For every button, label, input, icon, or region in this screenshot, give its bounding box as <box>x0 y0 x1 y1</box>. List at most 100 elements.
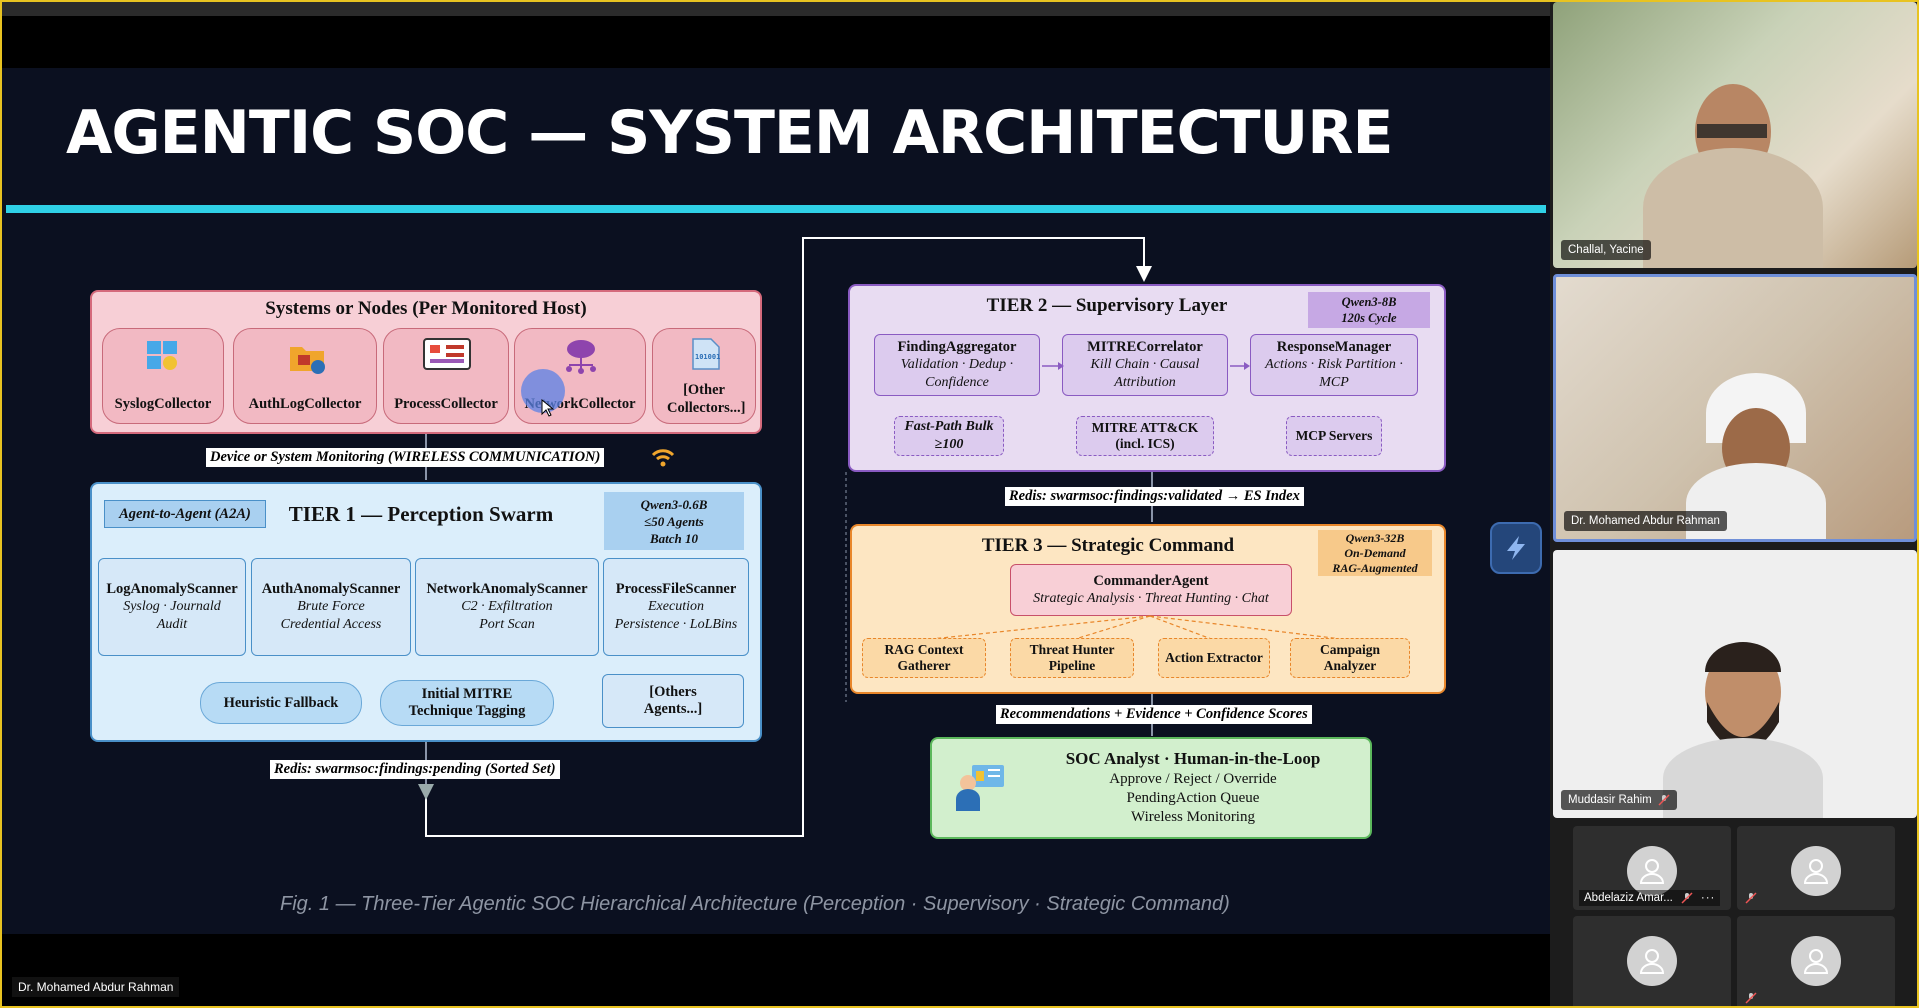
collector-process: ProcessCollector <box>383 328 509 424</box>
participant-tile-anon-3[interactable] <box>1737 916 1895 1006</box>
sub-line: (incl. ICS) <box>1115 436 1175 451</box>
mic-muted-icon <box>1745 892 1757 904</box>
scanner-desc: Port Scan <box>479 616 535 632</box>
model-line: Qwen3-0.6B <box>640 497 708 512</box>
participant-tile-anon-2[interactable] <box>1573 916 1731 1006</box>
scanner-desc: Brute Force <box>297 598 365 614</box>
scanner-desc: Execution <box>648 598 704 614</box>
collector-syslog: SyslogCollector <box>102 328 224 424</box>
participant-name-text: Muddasir Rahim <box>1568 794 1652 806</box>
model-line: RAG-Augmented <box>1332 561 1418 575</box>
scanner-name: NetworkAnomalyScanner <box>426 580 588 597</box>
participant-tile-abdelaziz[interactable]: Abdelaziz Amar... ··· <box>1573 826 1731 910</box>
mic-muted-icon <box>1658 794 1670 806</box>
action-extractor: Action Extractor <box>1158 638 1270 678</box>
model-line: 120s Cycle <box>1341 311 1397 325</box>
mic-muted-icon <box>1681 892 1693 904</box>
scanner-log: LogAnomalyScanner Syslog · Journald Audi… <box>98 558 246 656</box>
mitre-attack: MITRE ATT&CK (incl. ICS) <box>1076 416 1214 456</box>
participant-name: Muddasir Rahim <box>1561 790 1677 810</box>
sub-line: Action Extractor <box>1165 650 1263 665</box>
floating-app-button[interactable] <box>1490 522 1542 574</box>
collector-network: NetworkCollector <box>514 328 646 424</box>
collector-label: SyslogCollector <box>114 396 212 412</box>
mitre-tag-line: Initial MITRE <box>421 686 513 702</box>
person-icon <box>1639 859 1665 884</box>
card-name: FindingAggregator <box>897 338 1017 355</box>
a2a-badge: Agent-to-Agent (A2A) <box>104 500 266 528</box>
slide-bottom-band <box>2 934 1550 1006</box>
link-validated: Redis: swarmsoc:findings:validated → ES … <box>1005 487 1304 506</box>
response-manager: ResponseManager Actions · Risk Partition… <box>1250 334 1418 396</box>
card-name: ResponseManager <box>1276 338 1392 355</box>
link-device-monitoring: Device or System Monitoring (WIRELESS CO… <box>206 448 605 467</box>
model-line: Batch 10 <box>649 531 699 546</box>
card-name: MITRECorrelator <box>1087 338 1203 355</box>
tier2-title: TIER 2 — Supervisory Layer <box>986 295 1228 316</box>
avatar <box>1627 846 1677 896</box>
card-desc: MCP <box>1319 374 1349 390</box>
flow-arrow-main <box>425 237 1152 837</box>
participant-name: Challal, Yacine <box>1561 240 1651 260</box>
model-line: On-Demand <box>1344 546 1406 560</box>
participant-name: Dr. Mohamed Abdur Rahman <box>1564 511 1727 531</box>
sub-line: Fast-Path Bulk <box>904 419 994 434</box>
participant-video-figure <box>1643 84 1823 268</box>
scanner-desc: C2 · Exfiltration <box>461 598 553 614</box>
analyst-line: PendingAction Queue <box>1126 790 1260 806</box>
commander-desc: Strategic Analysis · Threat Hunting · Ch… <box>1033 590 1269 606</box>
tier3-model-badge: Qwen3-32B On-Demand RAG-Augmented <box>1318 530 1432 576</box>
threat-hunter-pipeline: Threat Hunter Pipeline <box>1010 638 1134 678</box>
slide-top-bar <box>2 2 1550 16</box>
link-recommendations: Recommendations + Evidence + Confidence … <box>996 705 1312 724</box>
sub-line: Gatherer <box>897 658 951 673</box>
commander-agent: CommanderAgent Strategic Analysis · Thre… <box>1010 564 1292 616</box>
systems-title: Systems or Nodes (Per Monitored Host) <box>265 298 587 319</box>
collector-label: AuthLogCollector <box>248 396 362 412</box>
model-line: ≤50 Agents <box>644 514 704 529</box>
mcp-servers: MCP Servers <box>1286 416 1382 456</box>
scanner-desc: Persistence · LoLBins <box>614 616 738 632</box>
sub-line: Threat Hunter <box>1029 642 1115 657</box>
scanner-name: LogAnomalyScanner <box>106 580 238 597</box>
analyst-icon <box>956 765 1004 811</box>
video-tile-challal[interactable]: Challal, Yacine <box>1553 2 1917 268</box>
svg-text:101001: 101001 <box>695 353 720 361</box>
model-line: Qwen3-8B <box>1341 295 1397 309</box>
folder-lock-icon <box>290 347 325 374</box>
scanner-process: ProcessFileScanner Execution Persistence… <box>603 558 749 656</box>
mouse-cursor-icon <box>541 399 555 417</box>
scanner-auth: AuthAnomalyScanner Brute Force Credentia… <box>251 558 411 656</box>
person-icon <box>1803 949 1829 974</box>
mitre-tagging: Initial MITRE Technique Tagging <box>380 680 554 726</box>
video-tile-active-speaker[interactable]: Dr. Mohamed Abdur Rahman <box>1553 274 1917 542</box>
soc-analyst-box: SOC Analyst · Human-in-the-Loop Approve … <box>930 737 1372 839</box>
others-line: Agents...] <box>643 701 703 717</box>
participant-tile-anon-1[interactable] <box>1737 826 1895 910</box>
video-tile-muddasir[interactable]: Muddasir Rahim <box>1553 550 1917 818</box>
presenter-name-tag: Dr. Mohamed Abdur Rahman <box>12 977 180 997</box>
tier1-model-badge: Qwen3-0.6B ≤50 Agents Batch 10 <box>604 492 744 550</box>
participants-panel: Challal, Yacine Dr. Mohamed Abdur Rahman… <box>1551 2 1917 1006</box>
document-icon: 101001 <box>692 338 720 370</box>
scanner-name: AuthAnomalyScanner <box>261 580 401 597</box>
process-monitor-icon <box>423 338 471 370</box>
model-line: Qwen3-32B <box>1345 531 1405 545</box>
participant-name: Abdelaziz Amar... <box>1584 892 1673 904</box>
others-line: [Others <box>649 684 697 700</box>
avatar <box>1627 936 1677 986</box>
card-desc: Validation · Dedup · <box>900 356 1014 372</box>
slide-title: AGENTIC SOC — SYSTEM ARCHITECTURE <box>66 98 1393 168</box>
more-options-icon[interactable]: ··· <box>1700 892 1716 904</box>
card-desc: Kill Chain · Causal <box>1090 356 1200 372</box>
sub-line: Pipeline <box>1048 658 1096 673</box>
heuristic-label: Heuristic Fallback <box>223 694 339 711</box>
participant-video-figure <box>1663 642 1823 818</box>
rag-context-gatherer: RAG Context Gatherer <box>862 638 986 678</box>
tier2-model-badge: Qwen3-8B 120s Cycle <box>1308 292 1430 328</box>
collector-other: 101001 [Other Collectors...] <box>652 328 756 424</box>
mitre-tag-line: Technique Tagging <box>408 703 526 719</box>
card-desc: Actions · Risk Partition · <box>1265 356 1403 372</box>
tier2-flow-arrows <box>1042 362 1250 370</box>
